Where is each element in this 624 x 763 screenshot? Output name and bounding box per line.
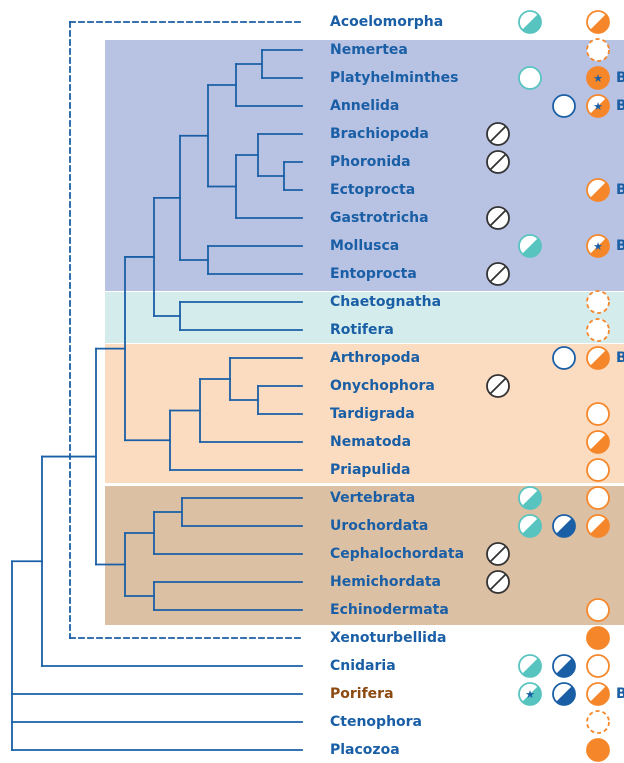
taxon-label: Chaetognatha <box>330 294 442 310</box>
symbol-orange-half-star: ★ <box>586 234 610 258</box>
symbol-orange-ring <box>586 458 610 482</box>
symbol-orange-ring <box>586 486 610 510</box>
taxon-label: Annelida <box>330 98 400 114</box>
symbol-absent <box>486 374 510 398</box>
taxon-label: Xenoturbellida <box>330 630 447 646</box>
taxon-label: Ctenophora <box>330 714 423 730</box>
taxon-label: Phoronida <box>330 154 411 170</box>
band-chaetognatha-rotifera <box>105 292 624 343</box>
symbol-absent <box>486 122 510 146</box>
symbol-orange-half-star: ★ <box>586 94 610 118</box>
symbol-orange-half <box>586 430 610 454</box>
symbol-orange-ring <box>586 402 610 426</box>
symbol-teal-half-star: ★ <box>518 682 542 706</box>
b-marker-label: B <box>616 238 624 254</box>
taxon-label: Tardigrada <box>330 406 415 422</box>
band-deuterostomia <box>105 486 624 625</box>
symbol-teal-half <box>518 10 542 34</box>
taxon-label: Priapulida <box>330 462 411 478</box>
star-icon: ★ <box>593 72 603 85</box>
taxon-label: Vertebrata <box>330 490 416 506</box>
taxon-label: Nemertea <box>330 42 408 58</box>
taxon-label: Mollusca <box>330 238 400 254</box>
symbol-navy-ring <box>552 94 576 118</box>
symbol-orange-half <box>586 10 610 34</box>
symbol-teal-ring <box>518 66 542 90</box>
taxon-label: Placozoa <box>330 742 400 758</box>
symbol-teal-half <box>518 654 542 678</box>
symbol-orange-half <box>586 514 610 538</box>
taxon-label: Ectoprocta <box>330 182 416 198</box>
star-icon: ★ <box>593 240 603 253</box>
taxon-label: Acoelomorpha <box>330 14 444 30</box>
symbol-orange-full <box>586 626 610 650</box>
symbol-navy-half <box>552 654 576 678</box>
symbol-absent <box>486 206 510 230</box>
taxon-label: Cephalochordata <box>330 546 465 562</box>
b-marker-label: B <box>616 70 624 86</box>
symbol-orange-ring <box>586 654 610 678</box>
star-icon: ★ <box>593 100 603 113</box>
b-marker-label: B <box>616 686 624 702</box>
symbol-navy-ring <box>552 346 576 370</box>
band-ecdysozoa <box>105 344 624 483</box>
taxon-label: Rotifera <box>330 322 394 338</box>
symbol-orange-dashed <box>586 38 610 62</box>
taxon-label: Entoprocta <box>330 266 417 282</box>
b-marker-label: B <box>616 182 624 198</box>
symbol-absent <box>486 262 510 286</box>
taxon-label: Arthropoda <box>330 350 421 366</box>
symbol-orange-dashed <box>586 318 610 342</box>
symbol-orange-half <box>586 682 610 706</box>
taxon-label: Onychophora <box>330 378 435 394</box>
symbol-teal-half <box>518 514 542 538</box>
taxon-label: Brachiopoda <box>330 126 429 142</box>
symbol-absent <box>486 542 510 566</box>
symbol-orange-ring <box>586 598 610 622</box>
symbol-orange-dashed <box>586 710 610 734</box>
symbol-teal-half <box>518 234 542 258</box>
symbol-navy-half <box>552 682 576 706</box>
taxon-label: Urochordata <box>330 518 429 534</box>
taxon-label: Hemichordata <box>330 574 441 590</box>
symbol-orange-half <box>586 346 610 370</box>
symbol-absent <box>486 150 510 174</box>
taxon-label: Cnidaria <box>330 658 396 674</box>
star-icon: ★ <box>525 688 535 701</box>
taxon-label: Platyhelminthes <box>330 70 459 86</box>
b-marker-label: B <box>616 350 624 366</box>
b-marker-label: B <box>616 98 624 114</box>
symbol-teal-half <box>518 486 542 510</box>
symbol-orange-full-star: ★ <box>586 66 610 90</box>
symbol-orange-full <box>586 738 610 762</box>
symbol-navy-half <box>552 514 576 538</box>
taxon-label: Echinodermata <box>330 602 449 618</box>
symbol-absent <box>486 570 510 594</box>
symbol-orange-dashed <box>586 290 610 314</box>
taxon-label: Porifera <box>330 686 394 702</box>
taxon-label: Nematoda <box>330 434 412 450</box>
taxon-label: Gastrotricha <box>330 210 429 226</box>
symbol-orange-half <box>586 178 610 202</box>
